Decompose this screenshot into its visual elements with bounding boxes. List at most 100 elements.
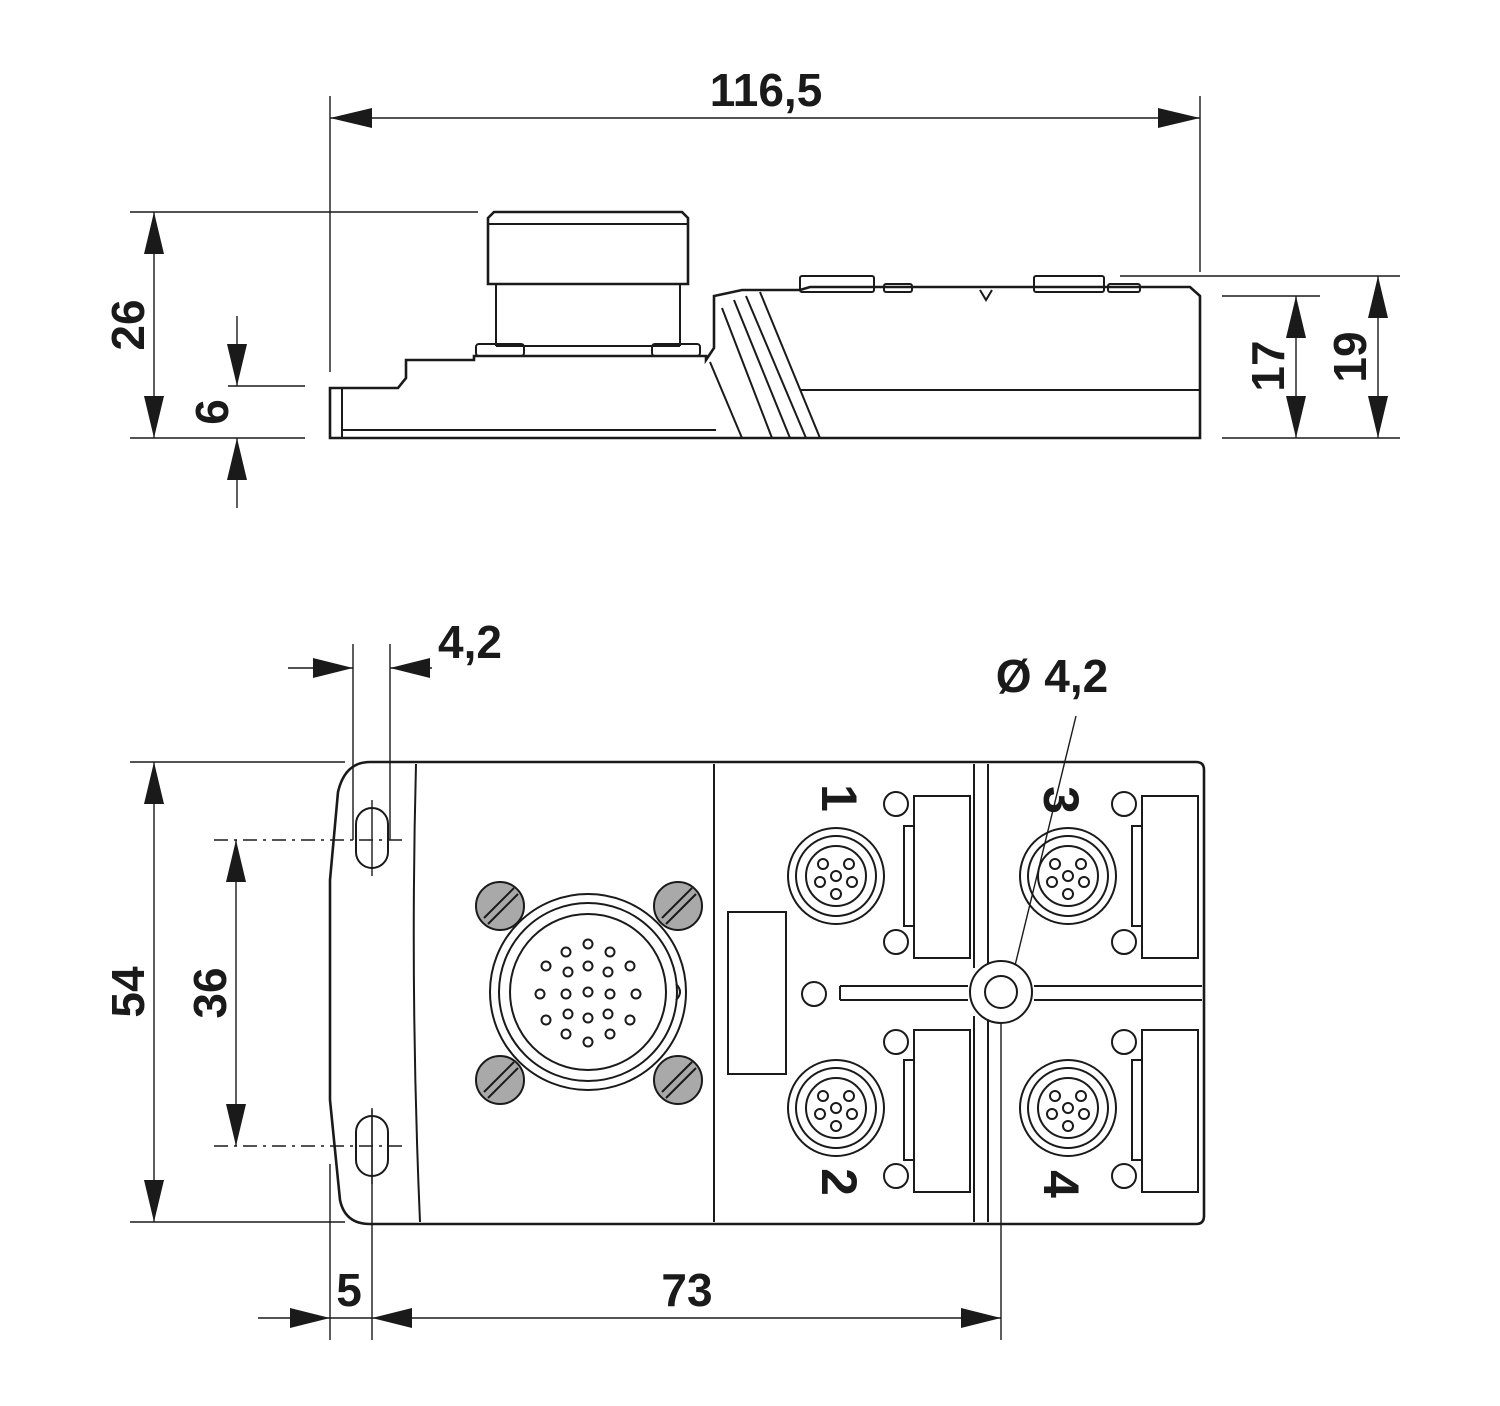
dim-body-19-label: 19 [1324, 331, 1376, 382]
port-label-field [913, 795, 971, 959]
m23-pin [604, 988, 616, 1000]
m23-pin [624, 1014, 636, 1026]
dimension-length [330, 108, 1200, 128]
dim-slot-width-label: 4,2 [438, 616, 502, 668]
port-label-clip [903, 825, 915, 927]
m23-pin [582, 1036, 594, 1048]
m12-pin [843, 858, 855, 870]
m12-pin [1062, 1102, 1074, 1114]
m12-pin [846, 876, 858, 888]
port-led [883, 929, 909, 955]
port-label-clip [1131, 1059, 1143, 1161]
m23-pin [582, 960, 594, 972]
m12-pin [814, 876, 826, 888]
hole-leader-line [1009, 715, 1077, 987]
m12-port-face [805, 845, 867, 907]
m12-pin [830, 870, 842, 882]
m12-port-outer [787, 827, 885, 925]
port-led [1111, 791, 1137, 817]
m12-port-4 [1019, 1029, 1199, 1193]
dim-hole-distance-label: 73 [661, 1264, 712, 1316]
m12-pin [1078, 876, 1090, 888]
m23-pin [582, 1012, 594, 1024]
m12-pin [1075, 858, 1087, 870]
m23-pin [540, 960, 552, 972]
dim-height-total-label: 26 [102, 299, 154, 350]
top-housing [328, 760, 1206, 1226]
port-led [883, 791, 909, 817]
m12-port-inner [1027, 835, 1109, 917]
m23-pin [602, 1008, 614, 1020]
m23-pin [604, 1028, 616, 1040]
m12-pin [830, 1102, 842, 1114]
m12-port-3 [787, 1029, 971, 1193]
port-led [1111, 929, 1137, 955]
m12-pin [1062, 870, 1074, 882]
dimension-base [227, 316, 247, 508]
m23-pin [624, 960, 636, 972]
side-housing [328, 210, 1202, 440]
port-label-field [913, 1029, 971, 1193]
m23-pin [560, 1028, 572, 1040]
m12-port-inner [795, 835, 877, 917]
m12-port-1 [787, 791, 971, 959]
m23-pin [602, 966, 614, 978]
m12-pin [1049, 1090, 1061, 1102]
label-plate [727, 911, 787, 1075]
dim-length-label: 116,5 [710, 64, 823, 116]
dimension-width [144, 762, 164, 1222]
dimension-offset [258, 1308, 372, 1328]
port-label-4: 4 [1033, 1170, 1089, 1198]
main-connector [475, 881, 703, 1105]
m12-port-outer [787, 1059, 885, 1157]
dimension-hole-distance [372, 1308, 1001, 1328]
m23-pin [630, 988, 642, 1000]
dim-hole-spacing-label: 36 [184, 967, 236, 1018]
m12-port-face [805, 1077, 867, 1139]
m23-pin [562, 1008, 574, 1020]
top-view: 4,2 54 36 5 73 Ø 4,2 [102, 616, 1206, 1340]
side-view: 116,5 26 6 17 19 [102, 64, 1400, 508]
port-led [883, 1029, 909, 1055]
m12-pin [830, 1120, 842, 1132]
m12-ports [787, 791, 1199, 1193]
m12-pin [1062, 1120, 1074, 1132]
m12-port-inner [795, 1067, 877, 1149]
m12-pin [1049, 858, 1061, 870]
m12-pin [846, 1108, 858, 1120]
m12-pin [1078, 1108, 1090, 1120]
dimension-body-17 [1286, 296, 1306, 438]
status-led [801, 981, 827, 1007]
m12-pin [1075, 1090, 1087, 1102]
port-label-3: 3 [1033, 786, 1089, 814]
m12-port-inner [1027, 1067, 1109, 1149]
m23-pin [562, 966, 574, 978]
m12-pin [830, 888, 842, 900]
dim-body-17-label: 17 [1242, 340, 1294, 391]
port-led [1111, 1163, 1137, 1189]
port-label-field [1141, 1029, 1199, 1193]
m23-pin [560, 946, 572, 958]
m23-pin [604, 946, 616, 958]
dim-offset-label: 5 [336, 1264, 362, 1316]
dim-hole-diameter-label: Ø 4,2 [996, 650, 1109, 702]
dimension-slot-width [288, 658, 432, 678]
port-label-1: 1 [811, 784, 867, 812]
dimension-hole-spacing [226, 840, 246, 1146]
dim-width-label: 54 [102, 966, 154, 1018]
m23-pin-field [534, 938, 642, 1048]
port-label-field [1141, 795, 1199, 959]
port-label-clip [903, 1059, 915, 1161]
m12-pin [1046, 1108, 1058, 1120]
port-led [883, 1163, 909, 1189]
m12-pin [1046, 876, 1058, 888]
m23-pin [582, 938, 594, 950]
m12-port-face [1037, 845, 1099, 907]
m23-pin [582, 986, 594, 998]
m12-port-outer [1019, 1059, 1117, 1157]
dim-base-label: 6 [186, 399, 238, 425]
m12-port-outer [1019, 827, 1117, 925]
center-mounting-hole [969, 960, 1033, 1024]
m12-port-face [1037, 1077, 1099, 1139]
